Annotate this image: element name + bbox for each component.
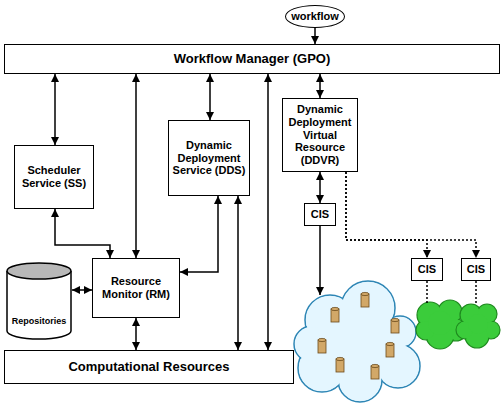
cis-link bbox=[426, 281, 428, 303]
server-icons bbox=[318, 292, 399, 379]
resource-box: Dynamic Deployment Virtual Resource (DDV… bbox=[282, 98, 358, 172]
connector-arrow bbox=[319, 172, 321, 203]
connector-arrow bbox=[267, 74, 269, 350]
service-box: Dynamic Deployment Service (DDS) bbox=[168, 120, 250, 196]
start-ellipse: workflow bbox=[285, 5, 345, 28]
resources-bar: Computational Resources bbox=[4, 350, 294, 384]
connector-arrow bbox=[180, 196, 218, 272]
connector-arrow bbox=[314, 28, 316, 44]
service-box: Scheduler Service (SS) bbox=[14, 145, 94, 209]
green-cloud bbox=[456, 304, 500, 348]
node-label: CIS bbox=[467, 263, 485, 276]
cis-box: CIS bbox=[411, 258, 443, 281]
connector-arrow bbox=[54, 74, 56, 145]
monitor-box: Resource Monitor (RM) bbox=[92, 258, 180, 318]
connector-arrow bbox=[346, 172, 427, 258]
cylinder-body bbox=[7, 271, 71, 339]
node-label: Repositories bbox=[12, 316, 67, 326]
manager-bar: Workflow Manager (GPO) bbox=[4, 44, 500, 74]
repository-cylinder: Repositories bbox=[6, 262, 72, 340]
node-label: Resource Monitor (RM) bbox=[96, 275, 176, 300]
connector-arrow bbox=[319, 74, 321, 98]
cis-box: CIS bbox=[461, 258, 491, 281]
cylinder-outline bbox=[6, 262, 72, 340]
connector-arrow bbox=[135, 74, 137, 258]
node-label: Dynamic Deployment Virtual Resource (DDV… bbox=[286, 103, 354, 166]
node-label: workflow bbox=[291, 10, 339, 23]
connector-arrow bbox=[346, 172, 476, 258]
cylinder-top bbox=[7, 263, 71, 279]
node-label: Scheduler Service (SS) bbox=[18, 164, 90, 189]
connector-arrow bbox=[237, 196, 239, 350]
cis-link bbox=[319, 226, 321, 295]
connector-arrow bbox=[55, 209, 110, 258]
blue-cloud bbox=[294, 281, 420, 402]
node-label: CIS bbox=[418, 263, 436, 276]
cis-link bbox=[475, 281, 477, 304]
connector-arrow bbox=[135, 318, 137, 350]
connector-arrow bbox=[72, 289, 92, 291]
connector-arrow bbox=[209, 74, 211, 120]
node-label: Workflow Manager (GPO) bbox=[174, 52, 331, 67]
node-label: Dynamic Deployment Service (DDS) bbox=[172, 139, 246, 177]
node-label: CIS bbox=[311, 208, 329, 221]
node-label: Computational Resources bbox=[68, 360, 229, 375]
cis-box: CIS bbox=[304, 203, 336, 226]
